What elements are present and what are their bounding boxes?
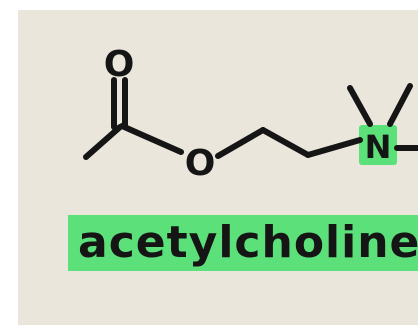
- ester-oxygen-label: O: [185, 143, 216, 184]
- ester-bond-1: [119, 123, 184, 155]
- n-methyl-bond-1: [347, 85, 373, 127]
- paper-sheet: O O N: [18, 10, 418, 325]
- ester-bond-2: [215, 127, 266, 159]
- ethylene-bond-1: [260, 127, 311, 158]
- methyl-bond: [83, 124, 123, 160]
- nitrogen-label: N: [365, 128, 392, 166]
- ethylene-bond-2: [305, 137, 363, 158]
- structure-drawing: O O N: [83, 44, 418, 184]
- molecule-name: acetylcholine: [78, 217, 418, 268]
- n-methyl-bond-2: [387, 83, 413, 127]
- nitrogen-highlight: [359, 125, 397, 165]
- carbonyl-oxygen-label: O: [104, 44, 135, 85]
- caption-highlight: acetylcholine: [68, 215, 418, 271]
